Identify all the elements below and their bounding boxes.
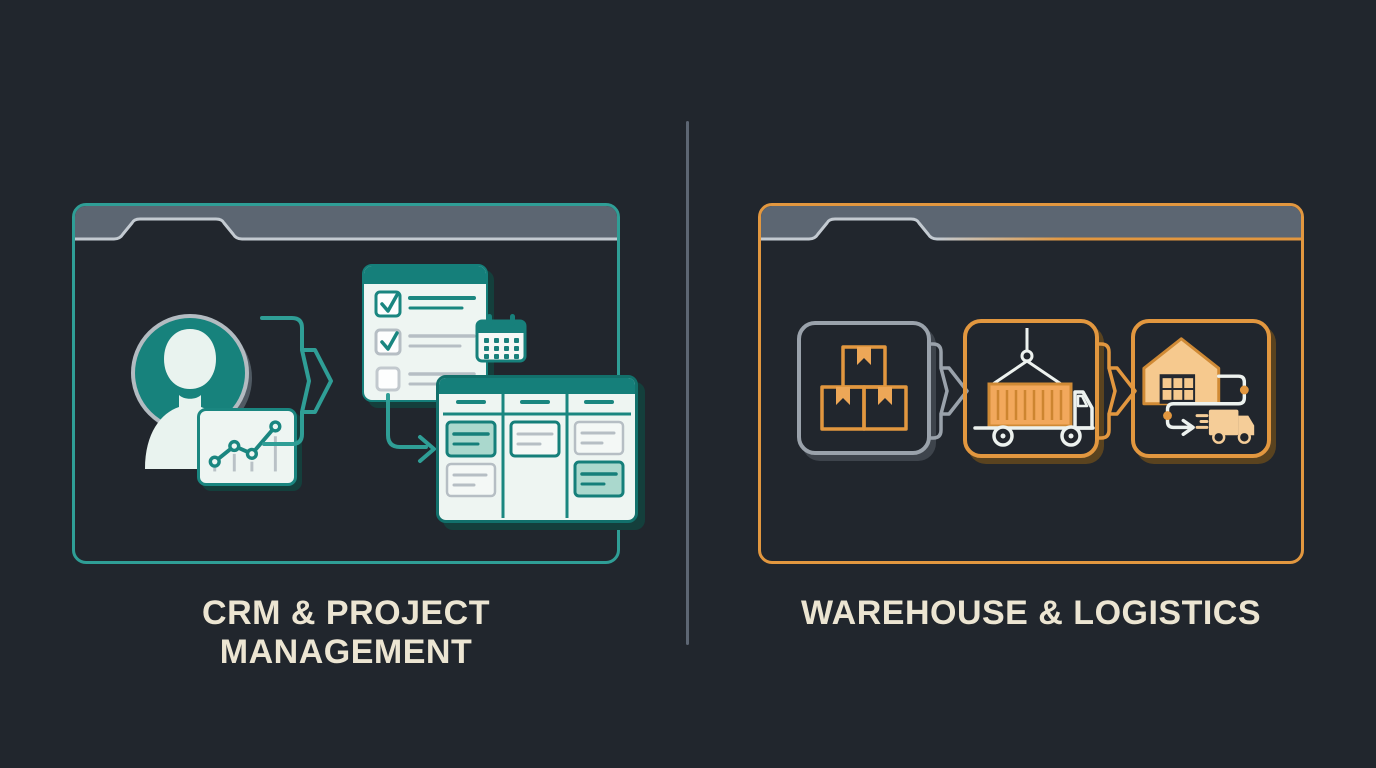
line-chart-card xyxy=(197,408,297,486)
panel-divider xyxy=(686,121,689,645)
flow-arrow-right-icon xyxy=(260,316,333,446)
stacked-boxes-icon xyxy=(820,345,908,431)
user-avatar-icon xyxy=(131,314,252,469)
step-arrow-1-icon xyxy=(927,342,969,440)
delivery-truck-icon xyxy=(1195,409,1255,444)
delivery-route-card xyxy=(1131,319,1271,458)
folder-tab-icon xyxy=(75,206,617,241)
folder-tab-icon xyxy=(761,206,1301,241)
step-arrow-2-icon xyxy=(1095,342,1137,440)
kanban-board-card xyxy=(436,375,638,523)
checklist-icon xyxy=(374,290,476,392)
kanban-board-icon xyxy=(443,394,631,518)
warehouse-route-icon xyxy=(1142,336,1255,444)
flow-arrow-down-icon xyxy=(386,393,436,463)
checklist-header-bar xyxy=(364,266,486,284)
calendar-icon xyxy=(475,314,527,363)
crm-panel-title: CRM & PROJECT MANAGEMENT xyxy=(202,594,490,671)
container-truck-card xyxy=(963,319,1099,458)
kanban-header-bar xyxy=(439,378,635,394)
logistics-folder-tab-bar xyxy=(761,206,1301,246)
checklist-card xyxy=(362,264,488,402)
inventory-boxes-card xyxy=(797,321,931,455)
line-chart-icon xyxy=(208,420,282,472)
crm-folder-tab-bar xyxy=(75,206,617,246)
logistics-folder-window xyxy=(758,203,1304,564)
crane-container-truck-icon xyxy=(973,327,1095,447)
logistics-panel-title: WAREHOUSE & LOGISTICS xyxy=(800,594,1262,632)
